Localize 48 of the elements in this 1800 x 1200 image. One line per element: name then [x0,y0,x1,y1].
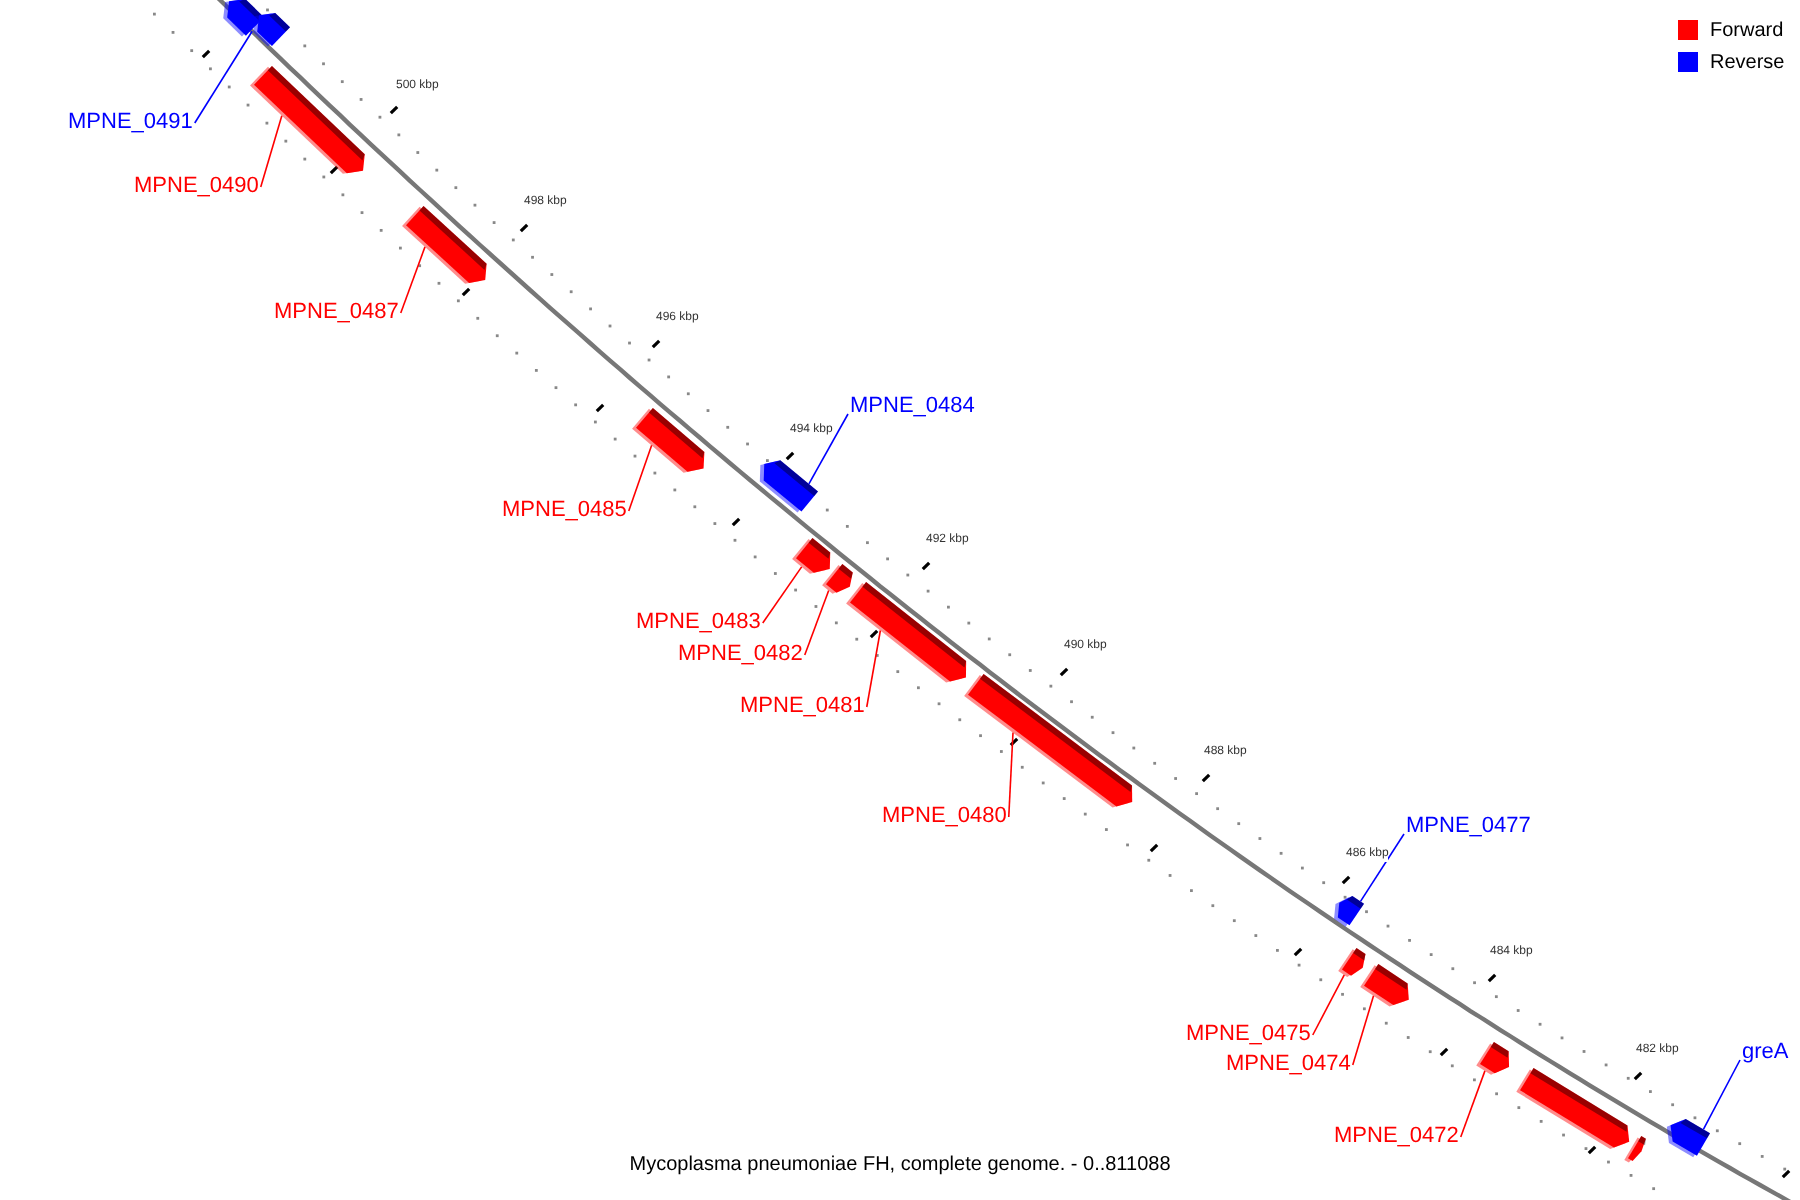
gene-label: greA [1742,1040,1789,1066]
leader-line [1351,995,1375,1066]
leader-line [193,30,253,124]
gene-label: MPNE_0490 [134,174,259,200]
gene-block [1338,948,1366,977]
gene-block [250,66,365,174]
gene-block [964,674,1133,808]
gene-label: MPNE_0485 [502,498,627,524]
gene-block [1334,895,1364,927]
leader-line [259,114,283,188]
gene-label: MPNE_0472 [1334,1124,1459,1150]
gene-block [1624,1136,1646,1163]
leader-line [399,246,426,314]
gene-label: MPNE_0480 [882,804,1007,830]
gene-block [1360,964,1409,1007]
gene-label: MPNE_0487 [274,300,399,326]
caption: Mycoplasma pneumoniae FH, complete genome. - 0..811088 [627,1154,1173,1178]
gene-label: MPNE_0475 [1186,1022,1311,1048]
legend-label: Reverse [1710,52,1785,74]
legend-label: Forward [1710,20,1784,42]
gene-block [402,206,487,284]
gene-label: MPNE_0474 [1226,1052,1351,1078]
gene-block [822,564,853,594]
leader-line [1311,974,1346,1036]
gene-block [1666,1119,1710,1158]
gene-block [253,12,290,47]
leader-line [808,413,849,485]
gene-label: MPNE_0484 [850,394,975,420]
gene-block [759,460,818,513]
leader-line [1459,1070,1486,1138]
gene-label: MPNE_0477 [1406,814,1531,840]
gene-block [1476,1042,1510,1075]
leader-line [1007,731,1014,818]
leader-line [865,629,882,708]
gene-block [632,408,705,473]
gene-block [792,538,831,574]
gene-block [846,582,967,683]
gene-block [1516,1068,1630,1150]
gene-label: MPNE_0483 [636,610,761,636]
leader-line [1702,1059,1741,1131]
leader-line [627,444,653,512]
gene-block [223,0,264,37]
leader-line [1359,833,1405,903]
gene-label: MPNE_0481 [740,694,865,720]
leader-line [761,566,803,624]
gene-label: MPNE_0491 [68,110,193,136]
gene-label: MPNE_0482 [678,642,803,668]
leader-line [803,589,830,656]
